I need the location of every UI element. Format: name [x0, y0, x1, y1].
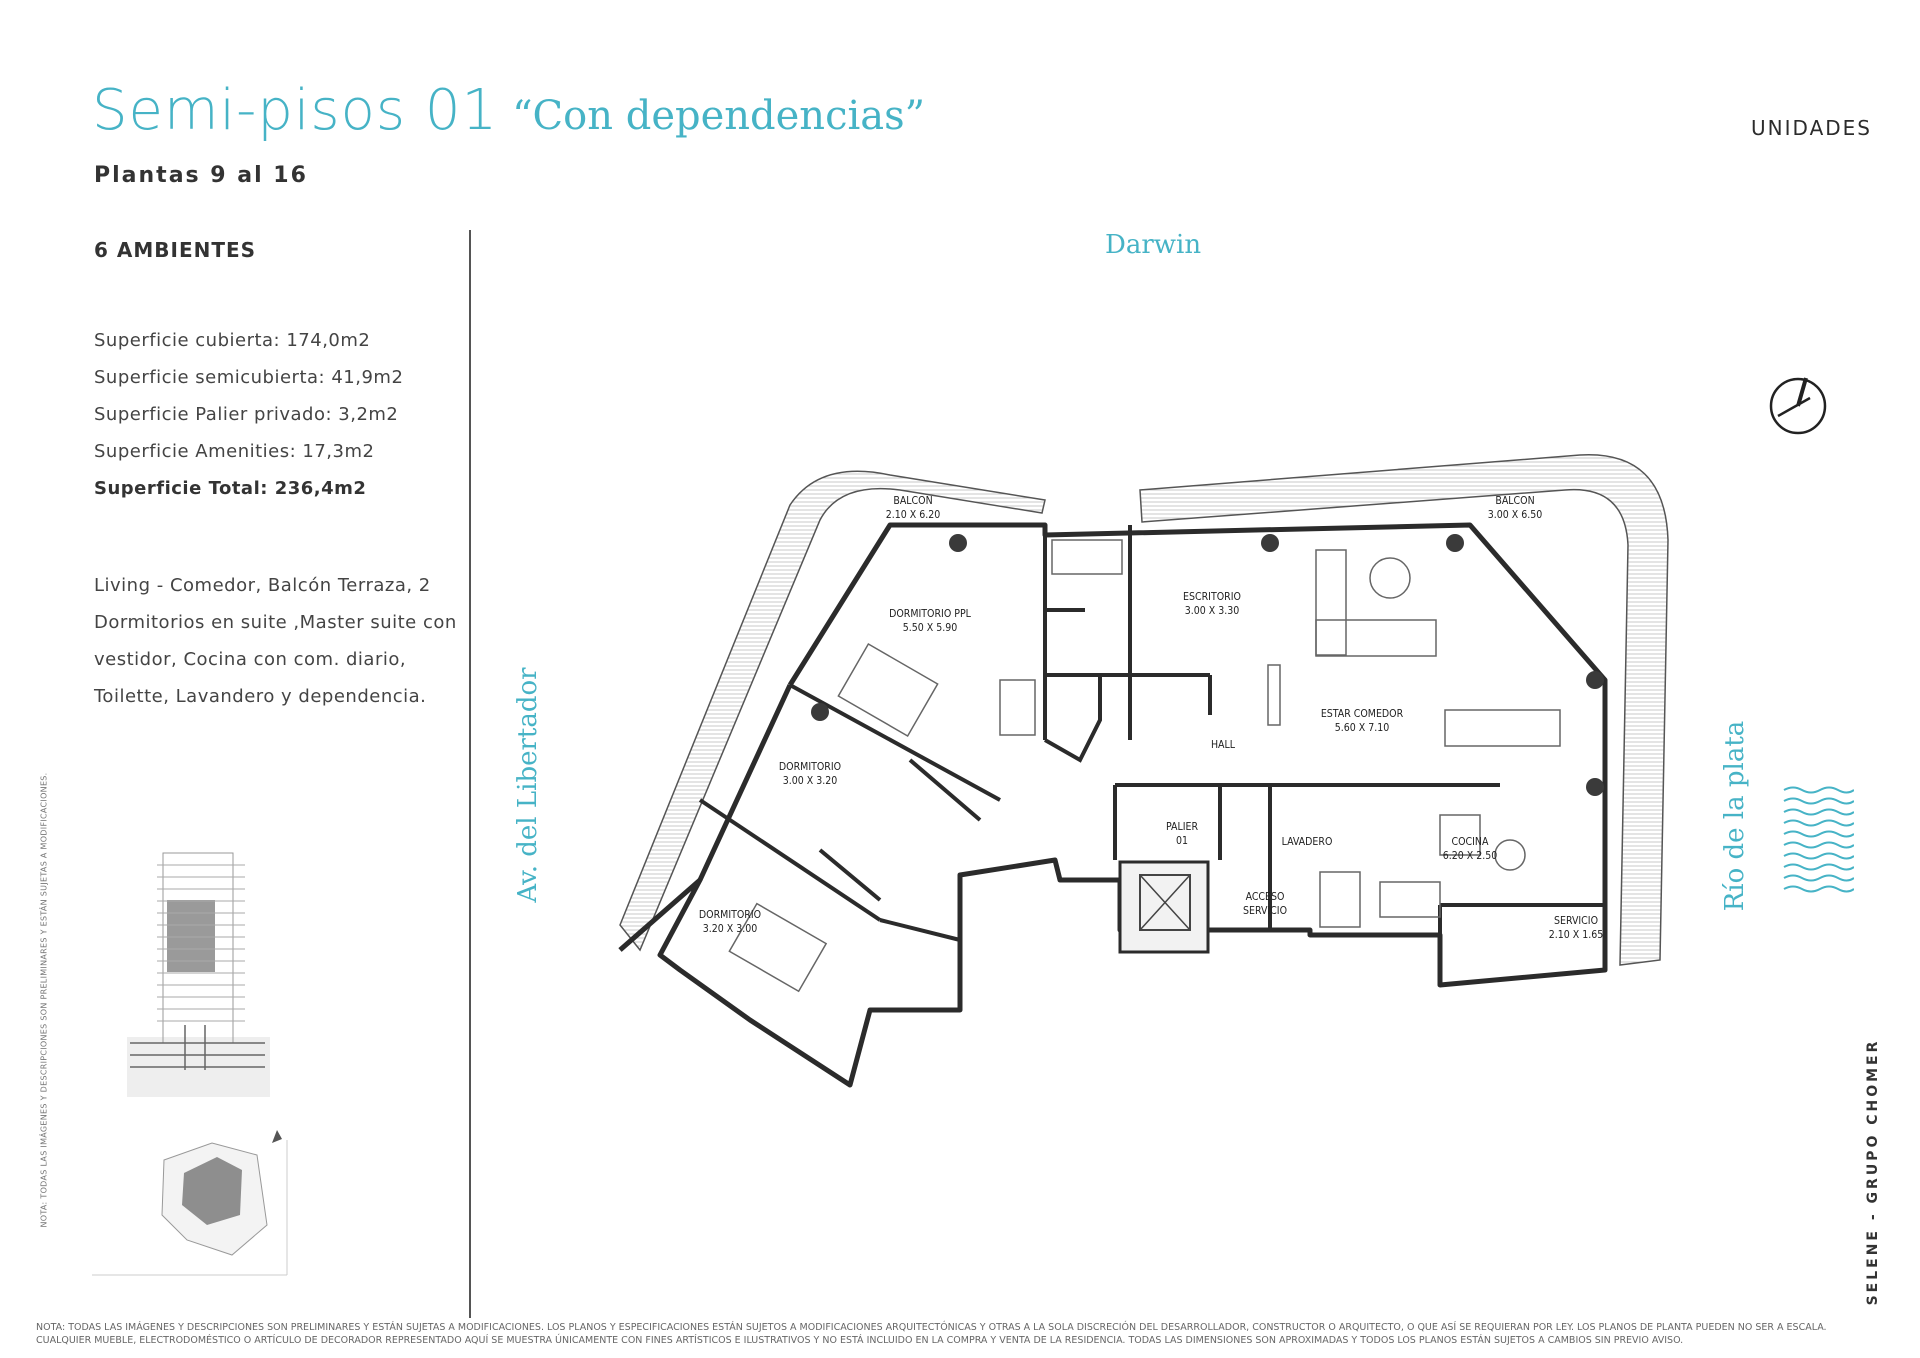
label-servicio: SERVICIO: [1554, 915, 1598, 927]
section-label: UNIDADES: [1751, 116, 1872, 140]
north-compass-icon: [1769, 377, 1827, 435]
label-dormitorio-ppl: DORMITORIO PPL: [889, 608, 972, 620]
label-dormitorio-1: DORMITORIO: [779, 761, 841, 773]
spec-palier: Superficie Palier privado: 3,2m2: [94, 404, 399, 425]
room-labels: BALCON 2.10 X 6.20 BALCON 3.00 X 6.50 DO…: [699, 495, 1603, 941]
label-estar-comedor: ESTAR COMEDOR: [1321, 708, 1404, 720]
label-balcon-left: BALCON: [893, 495, 932, 507]
surface-specs: Superficie cubierta: 174,0m2 Superficie …: [94, 322, 403, 507]
dim-dormitorio-1: 3.00 X 3.20: [783, 775, 838, 787]
dim-estar-comedor: 5.60 X 7.10: [1335, 722, 1390, 734]
floors-subtitle: Plantas 9 al 16: [94, 163, 308, 188]
spec-cubierta: Superficie cubierta: 174,0m2: [94, 330, 371, 351]
dim-escritorio: 3.00 X 3.30: [1185, 605, 1240, 617]
street-libertador: Av. del Libertador: [513, 667, 543, 903]
label-balcon-right: BALCON: [1495, 495, 1534, 507]
label-acceso: ACCESO: [1246, 891, 1285, 903]
label-palier: PALIER: [1166, 821, 1198, 833]
river-waves-icon: [1783, 786, 1854, 893]
interior-walls: [698, 525, 1605, 942]
site-unit-highlight: [182, 1157, 242, 1225]
dim-balcon-left: 2.10 X 6.20: [886, 509, 941, 521]
elevator-core: [1118, 860, 1210, 954]
site-plan-thumbnail: [92, 1130, 288, 1276]
dim-cocina: 6.20 X 2.50: [1443, 850, 1498, 862]
structural-columns: [811, 534, 1604, 796]
label-palier-number: 01: [1176, 835, 1188, 847]
label-acceso-servicio: SERVICIO: [1243, 905, 1287, 917]
vertical-divider: [469, 230, 471, 1318]
side-legal-note: NOTA: TODAS LAS IMÁGENES Y DESCRIPCIONES…: [39, 772, 49, 1228]
ambientes-heading: 6 AMBIENTES: [94, 238, 257, 262]
building-elevation-thumbnail: [127, 852, 270, 1097]
title-main: Semi-pisos 01: [92, 78, 499, 143]
spec-amenities: Superficie Amenities: 17,3m2: [94, 441, 375, 462]
label-dormitorio-2: DORMITORIO: [699, 909, 761, 921]
elevation-ground: [130, 1025, 265, 1070]
label-lavadero: LAVADERO: [1282, 836, 1333, 848]
spec-total: Superficie Total: 236,4m2: [94, 478, 367, 499]
dim-dormitorio-ppl: 5.50 X 5.90: [903, 622, 958, 634]
elevation-floor-lines: [157, 864, 245, 1022]
label-hall: HALL: [1211, 739, 1236, 751]
site-north-icon: [272, 1130, 282, 1143]
label-escritorio: ESCRITORIO: [1183, 591, 1241, 603]
elevation-highlight: [167, 900, 215, 972]
street-darwin: Darwin: [1105, 230, 1202, 260]
floor-plan: BALCON 2.10 X 6.20 BALCON 3.00 X 6.50 DO…: [618, 454, 1669, 1088]
balcony-right-terrace: [1139, 454, 1669, 966]
legal-footnote: NOTA: TODAS LAS IMÁGENES Y DESCRIPCIONES…: [36, 1322, 1827, 1346]
dim-balcon-right: 3.00 X 6.50: [1488, 509, 1543, 521]
label-cocina: COCINA: [1452, 836, 1489, 848]
brand-label: SELENE - GRUPO CHOMER: [1865, 1038, 1881, 1306]
dim-dormitorio-2: 3.20 X 3.00: [703, 923, 758, 935]
spec-semicubierta: Superficie semicubierta: 41,9m2: [94, 367, 404, 388]
page-title: Semi-pisos 01 “Con dependencias”: [92, 78, 925, 143]
unit-description: Living - Comedor, Balcón Terraza, 2 Dorm…: [94, 575, 457, 707]
title-quote: “Con dependencias”: [512, 93, 926, 139]
furniture: [728, 539, 1561, 993]
wall-left-facade: [697, 683, 793, 882]
dim-servicio: 2.10 X 1.65: [1549, 929, 1604, 941]
balcony-left-terrace: [619, 470, 1046, 952]
street-rio-de-la-plata: Río de la plata: [1720, 720, 1750, 912]
